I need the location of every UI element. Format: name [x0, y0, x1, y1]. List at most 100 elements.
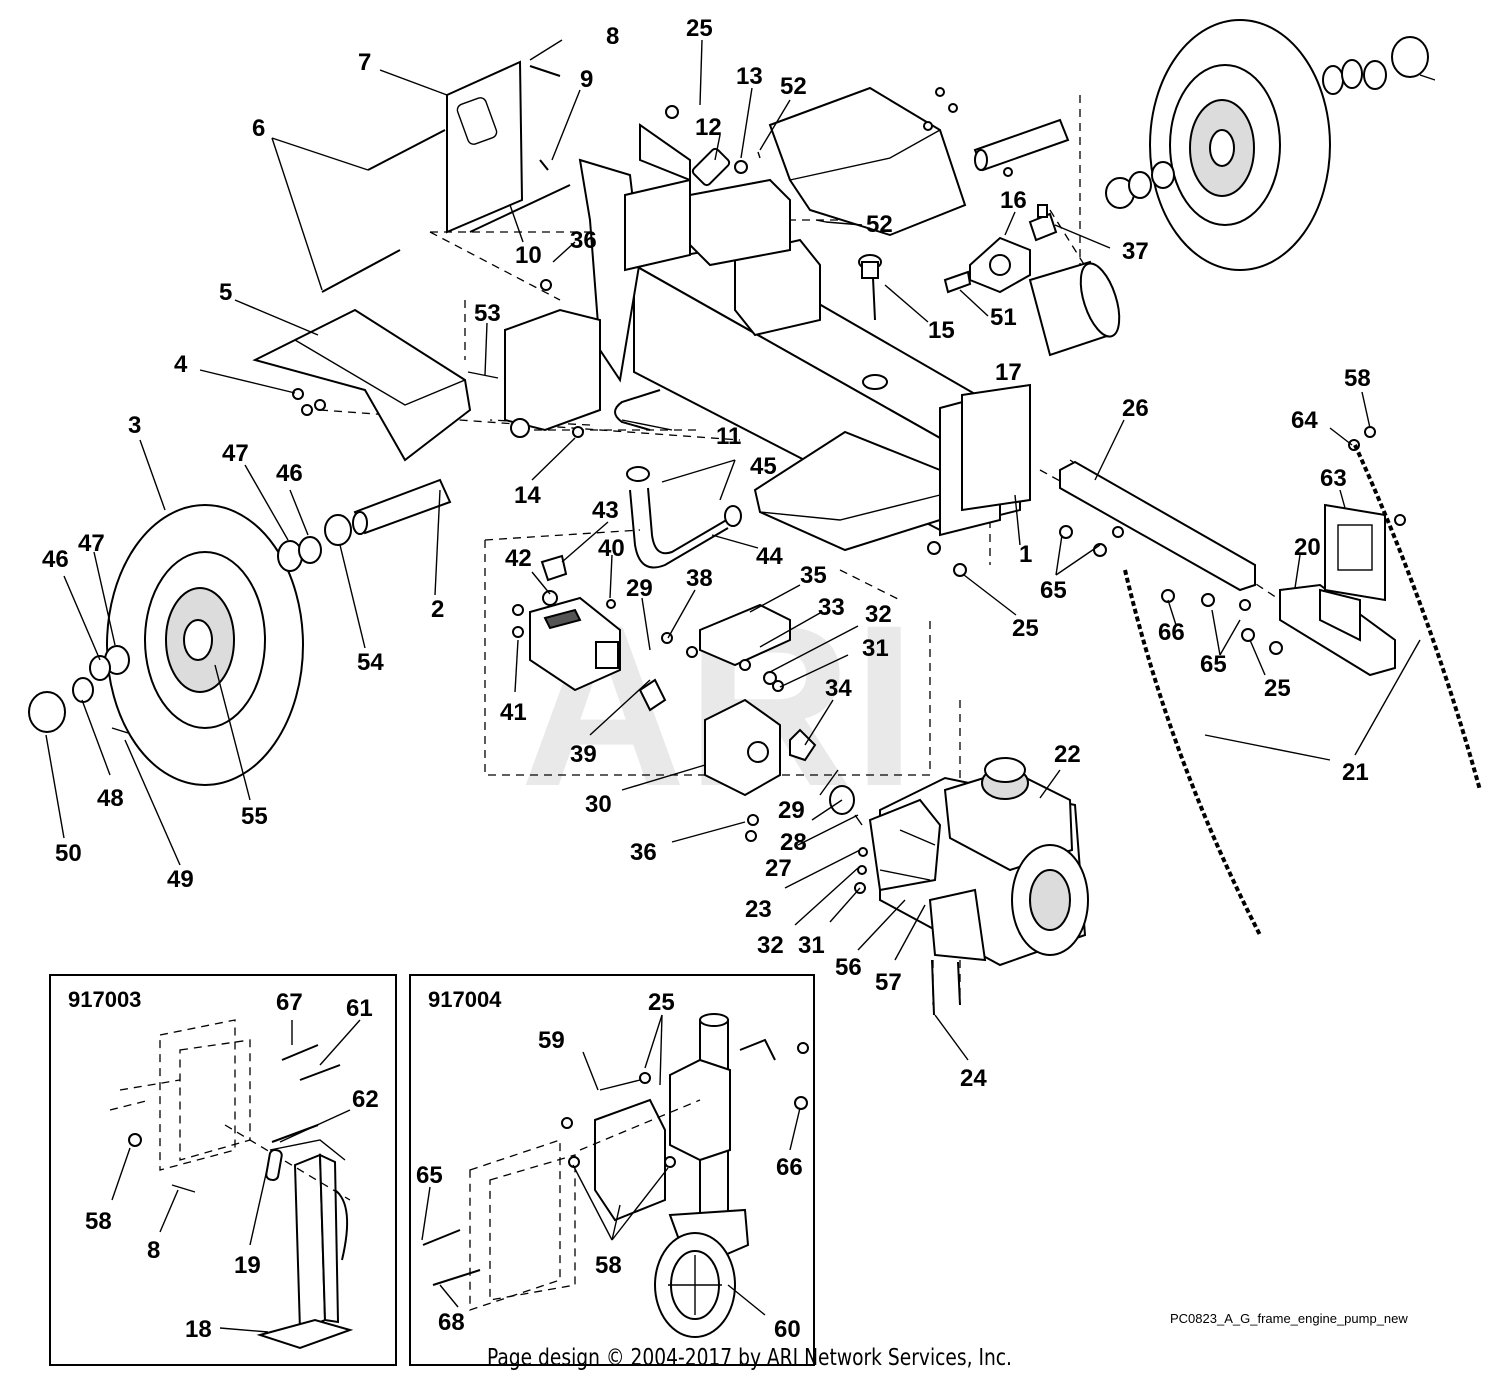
jack-bracket-59: [594, 1079, 666, 1222]
callout-42: 42: [505, 545, 532, 572]
left-wheel: [28, 504, 322, 786]
callout-32b: 32: [757, 932, 784, 959]
callout-50: 50: [55, 840, 82, 867]
callout-47a: 47: [222, 440, 249, 467]
callout-10: 10: [515, 242, 542, 269]
front-bracket-plate: [939, 383, 1031, 537]
tray-5: [252, 308, 472, 462]
callout-23: 23: [745, 896, 772, 923]
callout-58b: 58: [85, 1208, 112, 1235]
callout-29a: 29: [626, 575, 653, 602]
callout-12: 12: [695, 114, 722, 141]
callout-55: 55: [241, 803, 268, 830]
leader-lines: [45, 39, 1421, 1333]
callout-68: 68: [438, 1309, 465, 1336]
handle-11: [614, 389, 661, 431]
callout-37: 37: [1122, 238, 1149, 265]
callout-6: 6: [252, 115, 265, 142]
callout-31b: 31: [798, 932, 825, 959]
callout-36a: 36: [570, 227, 597, 254]
callout-26: 26: [1122, 395, 1149, 422]
callout-46a: 46: [276, 460, 303, 487]
callout-56: 56: [835, 954, 862, 981]
right-axle: [923, 87, 1070, 177]
callout-64: 64: [1291, 407, 1318, 434]
swivel-jack-60: [654, 1013, 776, 1338]
callout-54: 54: [357, 649, 384, 676]
callout-21: 21: [1342, 759, 1369, 786]
callout-13: 13: [736, 63, 763, 90]
copyright-footer: Page design © 2004-2017 by ARI Network S…: [487, 1345, 1012, 1371]
callout-18: 18: [185, 1316, 212, 1343]
callout-33: 33: [818, 594, 845, 621]
callout-49: 49: [167, 866, 194, 893]
callout-51: 51: [990, 304, 1017, 331]
callout-39: 39: [570, 741, 597, 768]
callout-27: 27: [765, 855, 792, 882]
callout-65a: 65: [1040, 577, 1067, 604]
callout-36b: 36: [630, 839, 657, 866]
callout-48: 48: [97, 785, 124, 812]
coupling-parts: [512, 599, 863, 842]
coupler-20: [1279, 583, 1396, 677]
callout-57: 57: [875, 969, 902, 996]
callout-25a: 25: [686, 15, 713, 42]
pins-and-rods: [292, 65, 827, 438]
callout-4: 4: [174, 351, 188, 378]
callout-24: 24: [960, 1065, 987, 1092]
callout-61: 61: [346, 995, 373, 1022]
callout-63: 63: [1320, 465, 1347, 492]
dipstick-15: [858, 254, 888, 390]
guard-plate-7: [446, 60, 524, 234]
right-wheel: [1105, 19, 1436, 271]
callout-11: 11: [716, 423, 741, 450]
plate-dashed-917003: [109, 1019, 351, 1201]
shield-cover: [768, 86, 967, 237]
inset-917004-frame: [409, 974, 815, 1366]
callout-17: 17: [995, 359, 1022, 386]
callout-46b: 46: [42, 546, 69, 573]
callout-25d: 25: [648, 989, 675, 1016]
hydraulic-pump: [529, 554, 621, 692]
callout-22: 22: [1054, 741, 1081, 768]
callout-9: 9: [580, 66, 593, 93]
callout-65b: 65: [1200, 651, 1227, 678]
callout-5: 5: [219, 279, 232, 306]
mounting-plate-63: [1324, 503, 1386, 602]
wedge-assembly: [504, 123, 821, 438]
assembly-guide-lines: [319, 95, 1281, 1005]
callout-1: 1: [1019, 541, 1032, 568]
callout-65c: 65: [416, 1162, 443, 1189]
callout-67: 67: [276, 989, 303, 1016]
callout-62: 62: [352, 1086, 379, 1113]
callout-58a: 58: [1344, 365, 1371, 392]
engine-22: [854, 757, 1089, 1016]
callout-2: 2: [431, 596, 444, 623]
callout-53: 53: [474, 300, 501, 327]
left-axle-2: [324, 478, 452, 546]
callout-8a: 8: [606, 23, 619, 50]
callout-32a: 32: [865, 601, 892, 628]
callout-16: 16: [1000, 187, 1027, 214]
hoses-44: [626, 466, 742, 569]
plate-dashed-917004: [422, 1042, 809, 1311]
callout-45: 45: [750, 453, 777, 480]
callout-66b: 66: [776, 1154, 803, 1181]
callout-59: 59: [538, 1027, 565, 1054]
callout-41: 41: [500, 699, 527, 726]
callout-52b: 52: [866, 211, 893, 238]
oil-filter-17: [1028, 260, 1121, 357]
callout-14: 14: [514, 482, 541, 509]
hardware-bolts: [927, 426, 1406, 655]
callout-52a: 52: [780, 73, 807, 100]
callout-7: 7: [358, 49, 371, 76]
foot-plate: [753, 430, 941, 552]
callout-28: 28: [780, 829, 807, 856]
callout-25b: 25: [1012, 615, 1039, 642]
diagram-code: PC0823_A_G_frame_engine_pump_new: [1170, 1311, 1408, 1326]
callout-34: 34: [825, 675, 852, 702]
callout-44: 44: [756, 543, 783, 570]
callout-40: 40: [598, 535, 625, 562]
pump-bracket: [638, 603, 791, 797]
